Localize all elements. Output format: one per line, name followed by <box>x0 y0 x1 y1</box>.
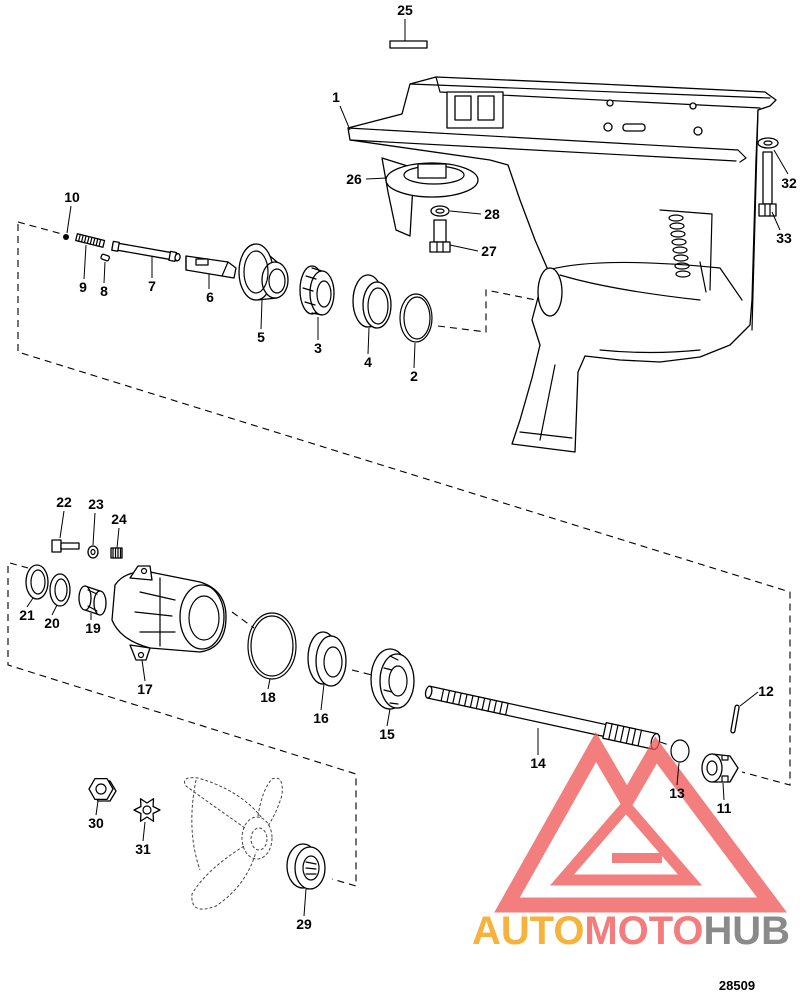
part-15-gear <box>370 648 415 710</box>
part-25-decal <box>389 40 428 49</box>
part-18-o-ring <box>247 612 297 680</box>
part-13-ring <box>670 739 690 763</box>
part-17-bearing-carrier <box>111 565 227 661</box>
part-9-spring <box>75 233 106 248</box>
callout-8: 8 <box>100 283 108 299</box>
part-24-screw <box>110 547 123 559</box>
callout-22: 22 <box>56 494 72 510</box>
part-33-bolt <box>758 151 777 217</box>
callout-11: 11 <box>717 800 732 816</box>
callout-9: 9 <box>79 279 87 295</box>
callout-3: 3 <box>314 340 322 356</box>
part-6-shift-cam <box>185 255 237 279</box>
callout-23: 23 <box>88 496 104 512</box>
part-8-pin <box>100 253 111 262</box>
part-16-bearing <box>307 631 347 687</box>
water-intake-grille <box>668 214 691 278</box>
part-7-shift-rod <box>111 240 181 262</box>
callout-30: 30 <box>88 815 104 831</box>
part-4-bearing-cup <box>352 274 392 329</box>
part-3-roller-bearing <box>299 265 335 316</box>
part-1-gear-housing <box>347 76 777 453</box>
watermark-moto: MOTO <box>584 909 703 953</box>
part-11-castle-nut <box>701 753 739 783</box>
part-30-hex-nut <box>88 777 117 802</box>
callout-20: 20 <box>44 615 60 631</box>
callout-25: 25 <box>397 2 413 18</box>
callout-31: 31 <box>135 841 151 857</box>
leader-lines <box>26 19 789 917</box>
callout-26: 26 <box>346 171 362 187</box>
callout-14: 14 <box>530 755 546 771</box>
part-26-trim-tab <box>381 157 479 237</box>
callout-18: 18 <box>260 689 276 705</box>
callout-29: 29 <box>296 916 312 932</box>
callout-21: 21 <box>19 607 35 623</box>
watermark-logo <box>494 731 787 913</box>
callout-2: 2 <box>410 368 418 384</box>
part-12-cotter-pin <box>730 704 740 734</box>
part-10-ball <box>63 234 69 240</box>
part-19-needle-bearing <box>78 585 107 616</box>
callout-labels: 25 1 26 32 28 10 27 33 9 8 7 6 5 3 4 2 2… <box>19 2 797 932</box>
part-20-seal <box>49 573 71 607</box>
assembly-dashed-lines <box>7 221 791 887</box>
part-23-washer <box>87 545 99 559</box>
callout-15: 15 <box>379 726 395 742</box>
diagram-id: 28509 <box>719 978 755 993</box>
part-29-thrust-hub <box>286 843 326 890</box>
callout-10: 10 <box>64 189 80 205</box>
callout-7: 7 <box>148 278 156 294</box>
part-21-seal <box>25 564 49 600</box>
part-31-tab-washer <box>133 798 161 822</box>
callout-19: 19 <box>85 620 101 636</box>
callout-28: 28 <box>484 206 500 222</box>
watermark-text: AUTOMOTOHUB <box>472 909 790 953</box>
part-28-washer <box>430 205 450 217</box>
part-32-washer <box>757 137 779 149</box>
callout-33: 33 <box>776 230 792 246</box>
callout-17: 17 <box>137 681 153 697</box>
callout-12: 12 <box>758 683 774 699</box>
callout-4: 4 <box>364 354 372 370</box>
callout-16: 16 <box>313 710 329 726</box>
callout-27: 27 <box>481 243 497 259</box>
part-27-bolt <box>429 219 451 253</box>
part-2-o-ring <box>399 293 433 343</box>
callout-32: 32 <box>781 175 797 191</box>
callout-5: 5 <box>257 329 265 345</box>
watermark-hub: HUB <box>703 909 790 953</box>
callout-1: 1 <box>332 89 340 105</box>
part-5-bearing-carrier <box>238 243 289 301</box>
callout-24: 24 <box>111 511 127 527</box>
propeller-phantom-outline <box>184 777 283 910</box>
callout-6: 6 <box>206 289 214 305</box>
part-14-propeller-shaft <box>424 685 661 751</box>
watermark-auto: AUTO <box>472 909 584 953</box>
part-22-bolt <box>51 539 80 553</box>
callout-13: 13 <box>669 785 685 801</box>
